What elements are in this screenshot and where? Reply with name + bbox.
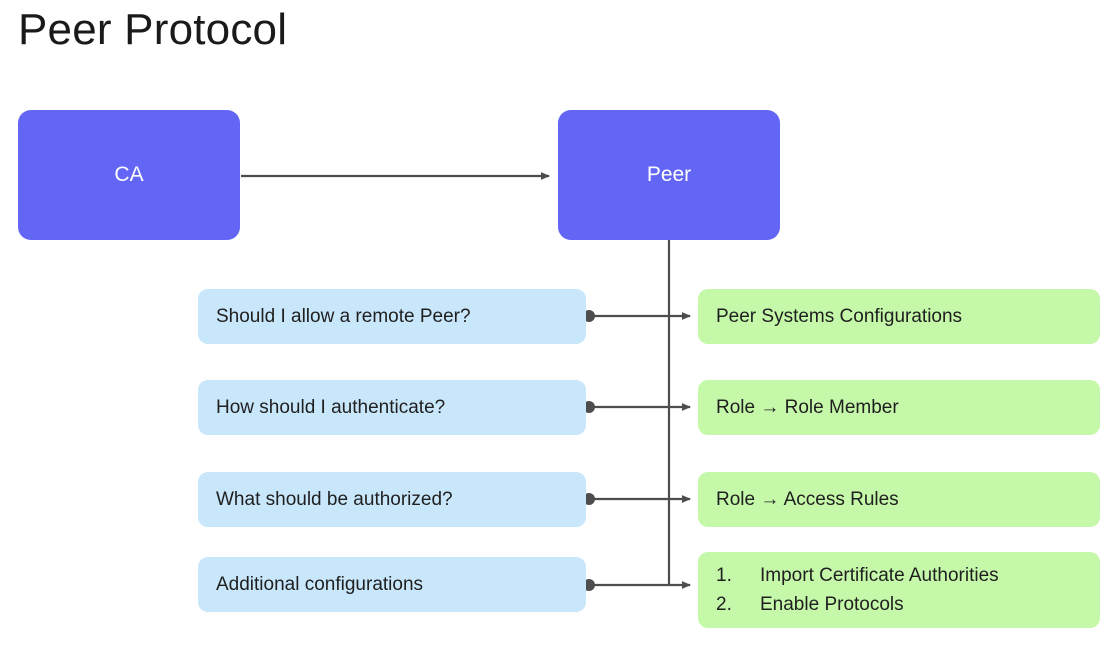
- list-item-number: 2.: [716, 593, 732, 615]
- question-label-3: What should be authorized?: [216, 488, 453, 510]
- question-box-2[interactable]: How should I authenticate?: [198, 380, 586, 435]
- list-item-text: Enable Protocols: [760, 593, 904, 615]
- edge-row-1: [583, 310, 691, 322]
- list-item: 2. Enable Protocols: [716, 592, 1100, 618]
- edge-row-4: [583, 579, 691, 591]
- answer-list-4: 1. Import Certificate Authorities 2. Ena…: [716, 563, 1100, 617]
- question-box-4[interactable]: Additional configurations: [198, 557, 586, 612]
- edge-row-3: [583, 493, 691, 505]
- answer-label-2: Role → Role Member: [716, 396, 899, 418]
- answer-box-3[interactable]: Role → Access Rules: [698, 472, 1100, 527]
- question-label-1: Should I allow a remote Peer?: [216, 305, 471, 327]
- node-ca[interactable]: CA: [18, 110, 240, 240]
- list-item-number: 1.: [716, 564, 732, 586]
- question-label-4: Additional configurations: [216, 573, 424, 595]
- node-ca-label: CA: [114, 162, 144, 186]
- question-box-3[interactable]: What should be authorized?: [198, 472, 586, 527]
- list-item-text: Import Certificate Authorities: [760, 564, 999, 586]
- node-peer-label: Peer: [646, 162, 692, 186]
- question-label-2: How should I authenticate?: [216, 396, 446, 418]
- page-title: Peer Protocol: [18, 5, 288, 54]
- answer-box-4[interactable]: 1. Import Certificate Authorities 2. Ena…: [698, 552, 1100, 628]
- answer-label-1: Peer Systems Configurations: [716, 305, 963, 327]
- edge-row-2: [583, 401, 691, 413]
- question-box-1[interactable]: Should I allow a remote Peer?: [198, 289, 586, 344]
- answer-box-1[interactable]: Peer Systems Configurations: [698, 289, 1100, 344]
- list-item: 1. Import Certificate Authorities: [716, 563, 1100, 589]
- answer-label-3: Role → Access Rules: [716, 488, 899, 510]
- answer-box-2[interactable]: Role → Role Member: [698, 380, 1100, 435]
- node-peer[interactable]: Peer: [558, 110, 780, 240]
